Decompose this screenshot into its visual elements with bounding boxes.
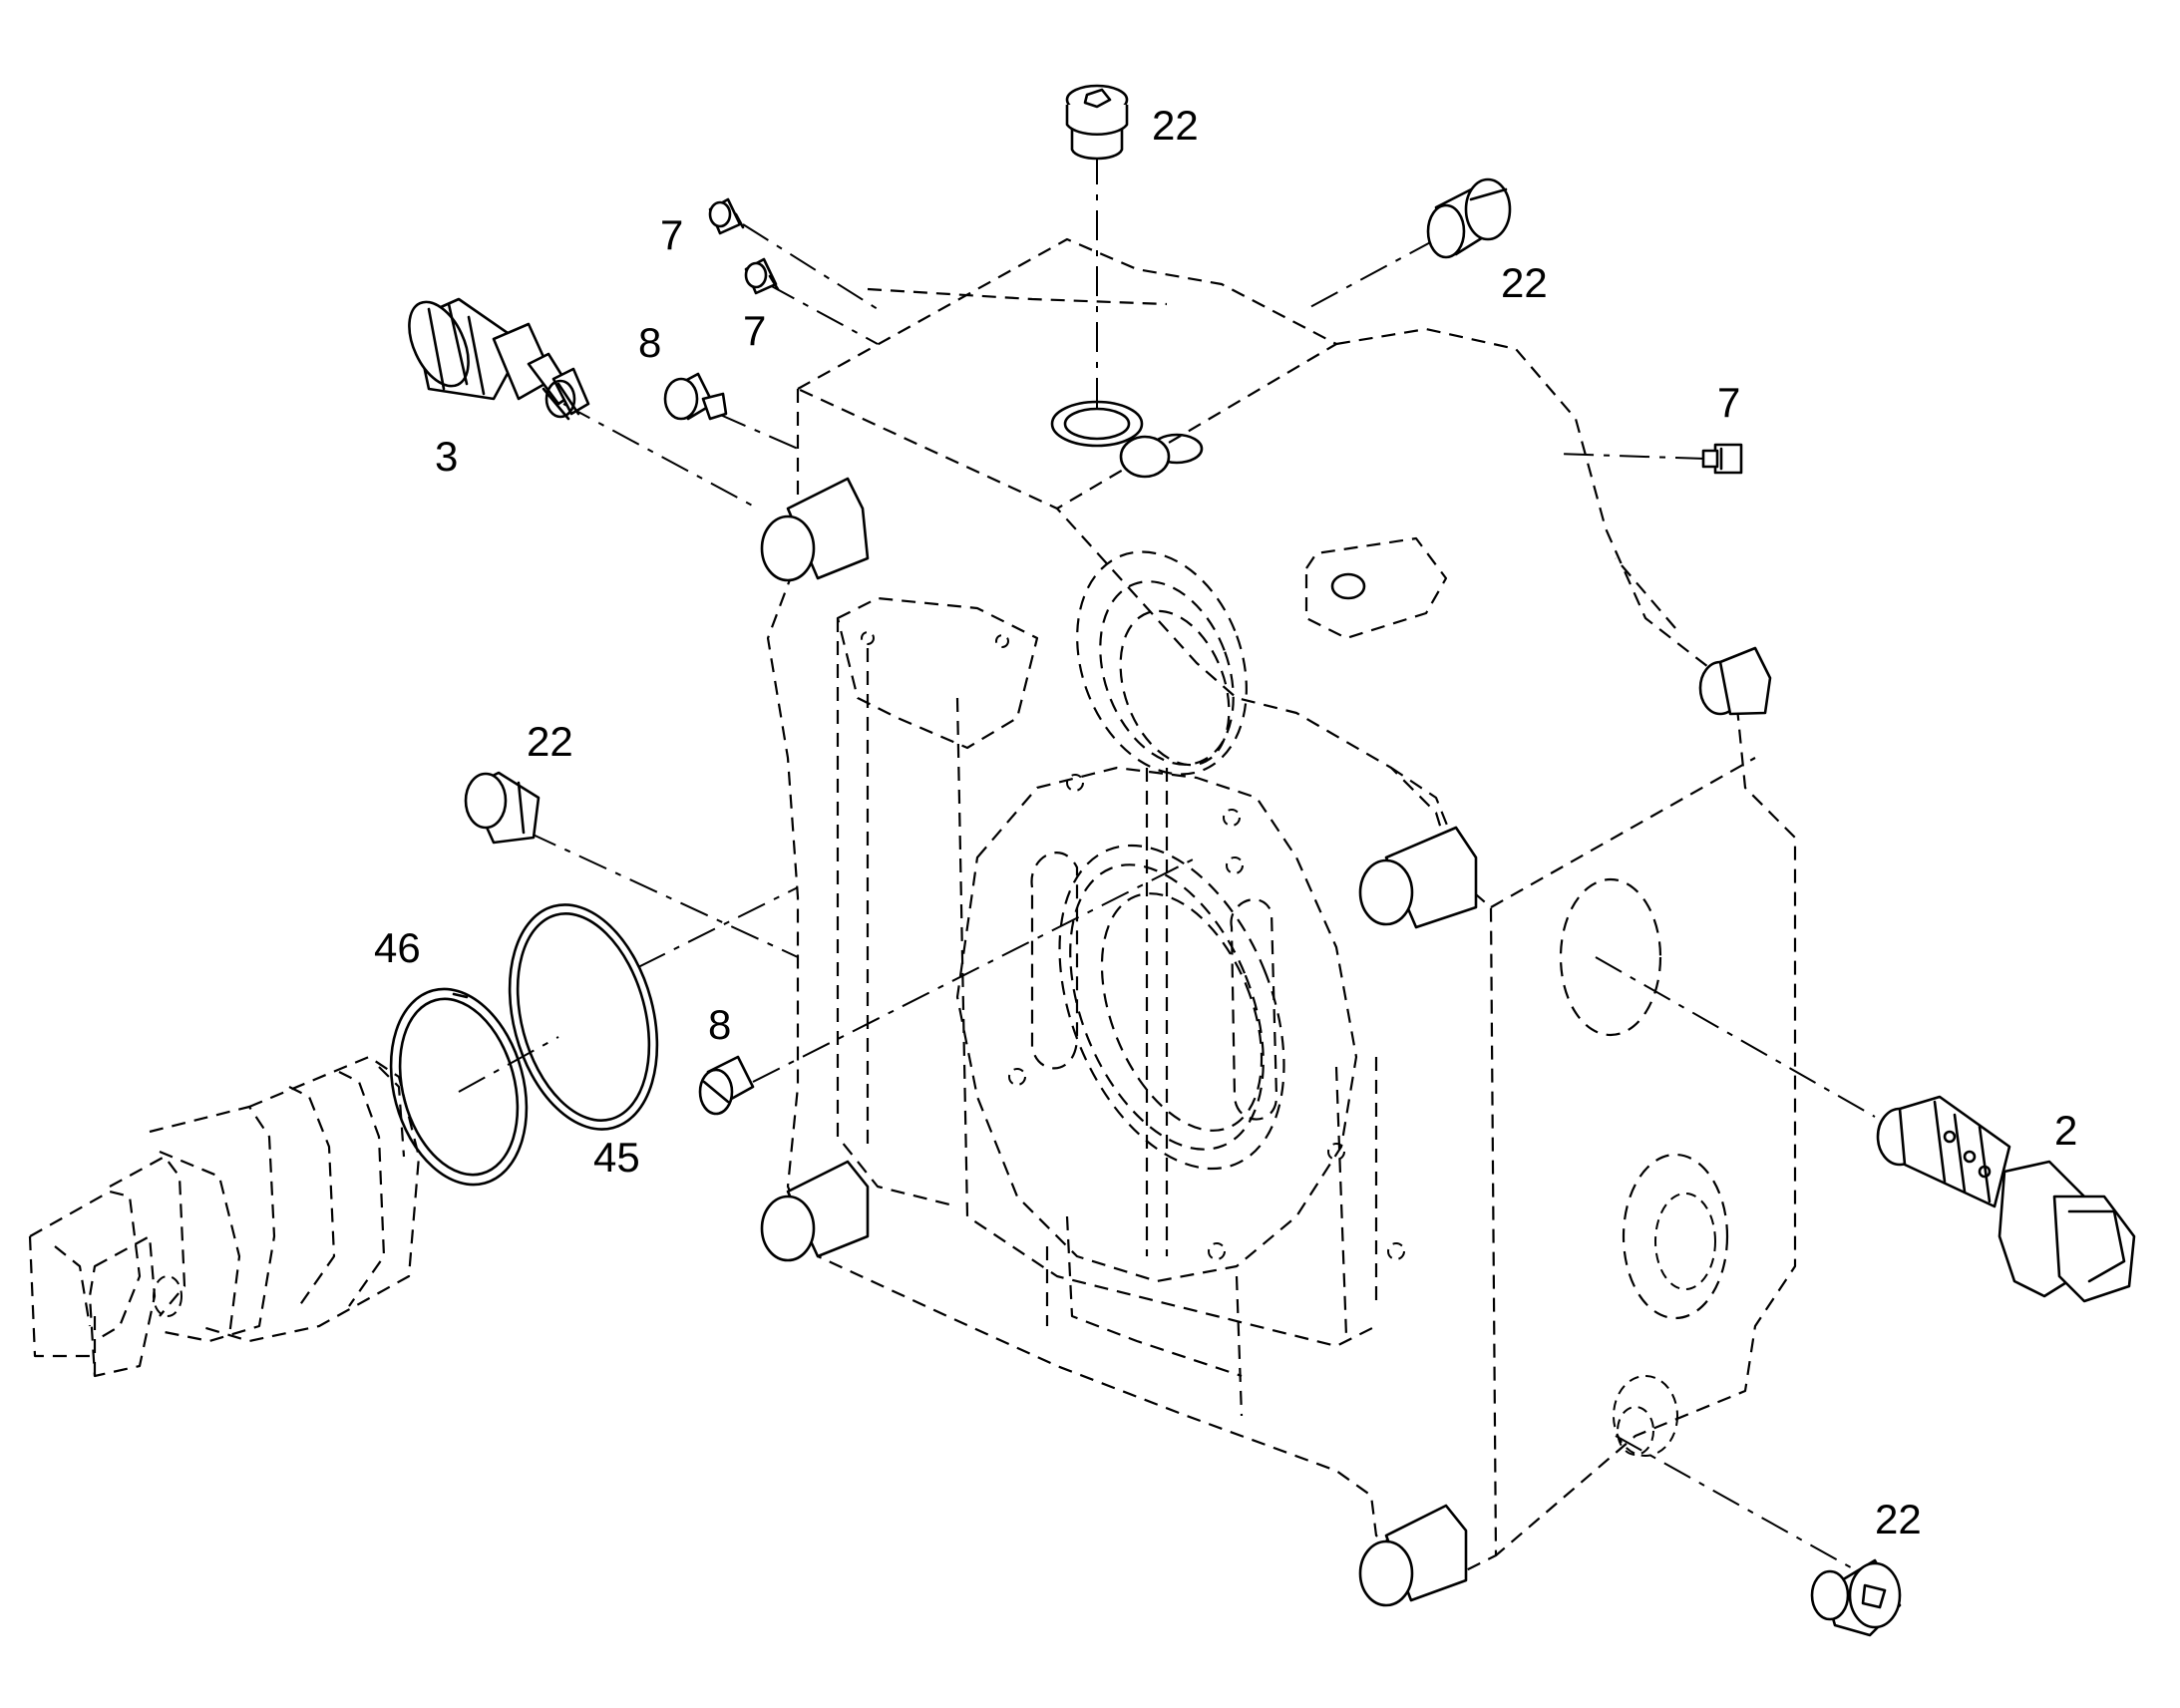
part-22-plug-top (1065, 84, 1129, 161)
callout-7-b: 7 (743, 307, 766, 354)
callout-22-top: 22 (1152, 102, 1199, 149)
callout-7-right: 7 (1717, 379, 1740, 426)
part-2-sequence-valve (1876, 1095, 2136, 1303)
part-46-snap-ring (389, 987, 529, 1187)
callout-22-bottom: 22 (1875, 1496, 1922, 1542)
leader-lines (458, 155, 1876, 1576)
callout-2: 2 (2054, 1107, 2077, 1154)
part-8-screw-top (663, 372, 728, 421)
callout-45: 45 (593, 1134, 640, 1181)
part-22-plug-left (464, 771, 541, 845)
callout-8-mid: 8 (708, 1001, 731, 1048)
part-22-plug-topright (1426, 177, 1512, 259)
part-7-plug-a (708, 197, 745, 235)
callout-labels: 22 22 7 7 7 8 3 22 46 8 45 2 22 (374, 102, 2077, 1542)
part-22-plug-bottom (1810, 1558, 1902, 1637)
part-8-screw-mid (698, 1055, 755, 1116)
pto-shaft-assembly (28, 1055, 421, 1378)
callout-46: 46 (374, 924, 421, 971)
callout-8-top: 8 (638, 319, 661, 366)
callout-22-left: 22 (527, 718, 573, 765)
callout-7-a: 7 (660, 211, 683, 258)
callout-3: 3 (435, 433, 458, 480)
dowel-pins (760, 435, 1772, 1607)
part-7-plug-b (744, 257, 780, 295)
part-7-plug-right (1701, 443, 1743, 475)
part-3-valve-cartridge (408, 297, 590, 421)
housing (760, 237, 1797, 1607)
callout-22-topright: 22 (1501, 259, 1548, 306)
part-45-o-ring (508, 903, 659, 1131)
